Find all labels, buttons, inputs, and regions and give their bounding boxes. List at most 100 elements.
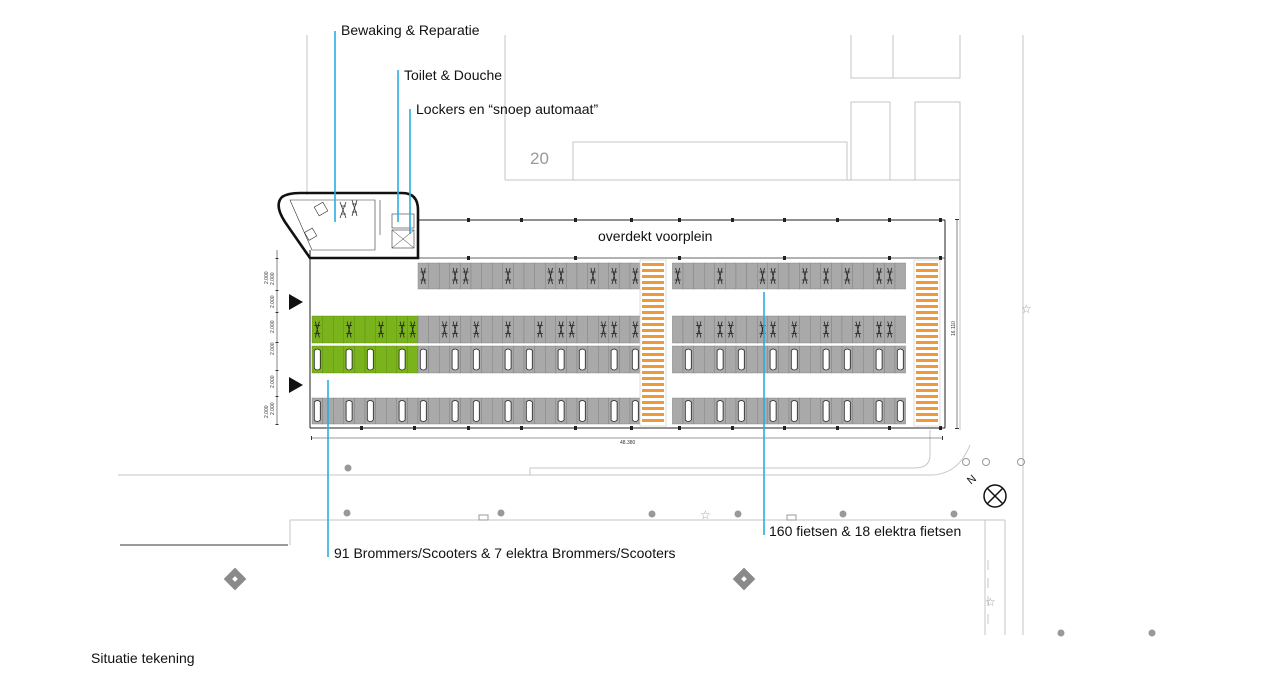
parking-bay — [693, 262, 705, 290]
scooter-icon — [345, 348, 353, 371]
parking-bay — [693, 397, 705, 425]
parking-bay — [746, 315, 758, 344]
dim-row-2: 2.000 — [270, 295, 276, 308]
parking-bay — [778, 315, 790, 344]
parking-bay — [725, 345, 737, 374]
scooter-icon — [631, 348, 639, 371]
crossing-stripe — [642, 263, 664, 266]
parking-bay — [619, 397, 631, 425]
bicycle-icon — [452, 267, 459, 285]
parking-bay — [831, 315, 843, 344]
crossing-stripe — [916, 395, 938, 398]
parking-bay — [735, 315, 747, 344]
parking-bay — [810, 315, 822, 344]
parking-bay — [788, 262, 800, 290]
bicycle-icon — [346, 321, 353, 338]
parking-bay — [513, 262, 525, 290]
plot-number: 20 — [530, 149, 549, 168]
tree-icon — [732, 567, 756, 591]
bicycle-icon — [473, 321, 480, 338]
parking-bay — [566, 345, 578, 374]
scooter-icon — [896, 400, 904, 422]
parking-bays — [311, 262, 906, 425]
crossing-stripe — [916, 323, 938, 326]
dim-width: 48.380 — [620, 440, 636, 446]
parking-bay — [778, 397, 790, 425]
scooter-icon — [313, 348, 321, 371]
parking-bay — [672, 345, 684, 374]
parking-bay — [682, 262, 694, 290]
parking-bay — [704, 345, 716, 374]
crossing-stripe — [916, 263, 938, 266]
parking-bay — [481, 345, 493, 374]
parking-bay — [460, 345, 472, 374]
parking-bay — [884, 345, 896, 374]
parking-bay — [619, 315, 631, 344]
bicycle-icon — [823, 267, 830, 285]
bicycle-icon — [505, 267, 512, 285]
scooter-icon — [366, 400, 374, 422]
crossing-stripe — [642, 365, 664, 368]
parking-bay — [704, 397, 716, 425]
crossing-stripe — [642, 341, 664, 344]
parking-bay — [735, 262, 747, 290]
scooter-icon — [737, 348, 745, 371]
scooter-icon — [472, 400, 480, 422]
parking-bay — [460, 315, 472, 344]
dimension-lines: 2.000 2.000 2.000 2.000 2.000 2.000 2.00… — [264, 219, 959, 446]
bicycle-icon — [727, 321, 734, 338]
crossing-stripe — [642, 317, 664, 320]
parking-bay — [863, 262, 875, 290]
parking-bay — [852, 262, 864, 290]
crossing-stripe — [916, 293, 938, 296]
parking-bay — [492, 262, 504, 290]
parking-bay — [407, 345, 419, 374]
parking-bay — [587, 397, 599, 425]
parking-bay — [386, 397, 398, 425]
parking-bay — [598, 262, 610, 290]
crossing-stripe — [642, 401, 664, 404]
dim-row-1: 2.000 — [270, 272, 276, 285]
building — [277, 191, 946, 430]
surrounding-context: 20 — [118, 35, 1024, 635]
crossing-stripe — [642, 377, 664, 380]
crossing-stripe — [642, 275, 664, 278]
label-fietsen: 160 fietsen & 18 elektra fietsen — [769, 523, 961, 539]
parking-bay — [831, 345, 843, 374]
scooter-icon — [419, 348, 427, 371]
bicycle-icon — [452, 321, 459, 338]
parking-bay — [407, 397, 419, 425]
parking-bay — [545, 397, 557, 425]
crossing-stripe — [916, 359, 938, 362]
parking-bay — [831, 262, 843, 290]
crossing-stripe — [642, 311, 664, 314]
bicycle-icon — [854, 321, 861, 338]
parking-bay — [566, 397, 578, 425]
label-lockers: Lockers en “snoep automaat” — [416, 101, 598, 117]
crossing-stripe — [642, 413, 664, 416]
bicycle-icon — [547, 267, 554, 285]
parking-bay — [428, 315, 440, 344]
dim-depth: 16.110 — [951, 321, 957, 336]
parking-bay — [523, 315, 535, 344]
label-toilet-douche: Toilet & Douche — [404, 67, 502, 83]
parking-bay — [693, 345, 705, 374]
scooter-icon — [790, 348, 798, 371]
parking-bay — [354, 315, 366, 344]
scooter-icon — [631, 400, 639, 422]
bicycle-icon — [462, 267, 469, 285]
scooter-icon — [504, 400, 512, 422]
crossing-stripe — [916, 347, 938, 350]
scooter-icon — [684, 400, 692, 422]
crossing-stripe — [916, 401, 938, 404]
crossing-stripe — [642, 299, 664, 302]
parking-bay — [852, 397, 864, 425]
parking-bay — [725, 262, 737, 290]
parking-bay — [682, 315, 694, 344]
crossing-stripe — [916, 311, 938, 314]
scooter-icon — [790, 400, 798, 422]
scooter-icon — [875, 400, 883, 422]
label-overdekt-voorplein: overdekt voorplein — [598, 228, 712, 244]
crossing-stripe — [916, 317, 938, 320]
parking-bay — [884, 397, 896, 425]
